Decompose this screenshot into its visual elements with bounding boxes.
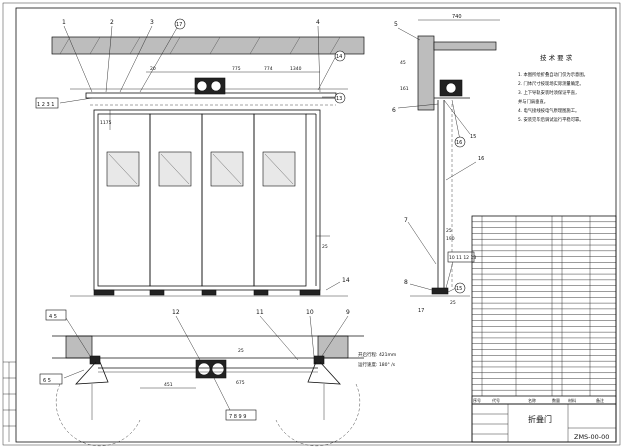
front-callout-4: 4 bbox=[316, 19, 320, 26]
plan-dim-center: 675 bbox=[236, 380, 245, 386]
side-callout-10-13: 10 11 12 13 bbox=[449, 255, 476, 261]
front-callout-1: 1 bbox=[62, 19, 66, 26]
left-margin-ticks bbox=[3, 361, 16, 442]
side-callout-17: 17 bbox=[418, 308, 424, 314]
plan-callout-11: 11 bbox=[256, 309, 264, 316]
front-callout-17: 17 bbox=[176, 22, 182, 28]
front-dim-774: 774 bbox=[264, 66, 273, 72]
plan-dim-top: 25 bbox=[238, 348, 244, 354]
plan-leaders bbox=[63, 315, 349, 411]
plan-dim-left: 451 bbox=[164, 382, 173, 388]
tech-requirements: 技 术 要 求 1. 本图所绘折叠自动门仅为示意图。 2. 门体尺寸按现场实际测… bbox=[518, 53, 588, 123]
drawing-name: 折叠门 bbox=[528, 414, 552, 424]
tech-line-2: 2. 门体尺寸按现场实际测量确定。 bbox=[518, 80, 584, 87]
header-no: 序号 bbox=[473, 397, 481, 403]
header-material: 材料 bbox=[568, 397, 576, 403]
parts-list-frame bbox=[471, 215, 617, 443]
front-dim-right: 25 bbox=[322, 244, 328, 250]
front-dim-20: 20 bbox=[150, 66, 156, 72]
floor-guides bbox=[93, 289, 321, 296]
title-block: 序号 代号 名称 数量 材料 备注 折叠门 ZMS-00-00 bbox=[471, 215, 617, 443]
side-dim-25a: 25 bbox=[446, 228, 452, 234]
header-remark: 备注 bbox=[596, 397, 604, 403]
side-dim-45: 45 bbox=[400, 60, 406, 66]
plan-callout-4-5: 4 5 bbox=[49, 314, 57, 320]
ceiling-beam bbox=[51, 36, 365, 55]
plan-note-2: 运行速度: 180° /s bbox=[358, 361, 396, 368]
side-callout-16a: 16 bbox=[456, 140, 462, 146]
door-frame bbox=[93, 109, 321, 291]
side-view: 740 5 6 15 16 16 7 8 10 11 12 13 15 bbox=[392, 14, 500, 314]
side-callout-15: 15 bbox=[470, 134, 476, 140]
side-callout-7: 7 bbox=[404, 217, 408, 224]
header-qty: 数量 bbox=[552, 397, 560, 403]
side-callout-6: 6 bbox=[392, 107, 396, 114]
plan-fold-leaves bbox=[55, 361, 361, 447]
front-left-callout: 1 2 3 1 bbox=[37, 102, 55, 108]
plan-callout-6-5: 6 5 bbox=[43, 378, 51, 384]
side-callout-8: 8 bbox=[404, 279, 408, 286]
tech-line-6: 5. 安装完毕后调试运行平稳可靠。 bbox=[518, 116, 584, 123]
front-leaders bbox=[59, 25, 341, 291]
door-panels bbox=[97, 113, 317, 287]
side-callout-5: 5 bbox=[394, 21, 398, 28]
header-name: 名称 bbox=[528, 397, 536, 403]
side-callout-15b: 15 bbox=[456, 286, 462, 292]
front-callout-3: 3 bbox=[150, 19, 154, 26]
plan-view: 4 5 12 11 10 9 6 5 7 8 9 9 451 675 25 开启… bbox=[39, 309, 396, 447]
front-callout-14: 14 bbox=[336, 54, 342, 60]
parts-list-rows bbox=[472, 221, 616, 391]
tech-title: 技 术 要 求 bbox=[540, 53, 573, 62]
tech-line-5: 4. 电气接线按电气原理图施工。 bbox=[518, 107, 579, 114]
plan-callout-9: 9 bbox=[346, 309, 350, 316]
plan-wall-left bbox=[65, 335, 93, 359]
side-wall bbox=[417, 35, 435, 111]
front-bottom-callout: 14 bbox=[342, 277, 350, 284]
drawing-number: ZMS-00-00 bbox=[574, 433, 609, 441]
beam-hatch bbox=[59, 36, 341, 55]
side-dim-190: 190 bbox=[446, 236, 455, 242]
header-code: 代号 bbox=[492, 397, 500, 403]
plan-bottom-callouts: 7 8 9 9 bbox=[229, 414, 247, 420]
front-dim-side: 1175 bbox=[100, 120, 112, 126]
tech-line-4: 并与门扇垂直。 bbox=[518, 98, 548, 105]
tech-line-3: 3. 上下导轨安装时须保证平直， bbox=[518, 89, 579, 96]
front-callout-2: 2 bbox=[110, 19, 114, 26]
side-dim-25b: 25 bbox=[450, 300, 456, 306]
front-callout-13: 13 bbox=[336, 96, 342, 102]
side-dim-161: 161 bbox=[400, 86, 409, 92]
front-dimensions bbox=[109, 71, 330, 237]
plan-callout-10: 10 bbox=[306, 309, 314, 316]
front-view: 1 2 3 17 4 14 13 1 2 3 1 20 775 774 1340… bbox=[35, 18, 365, 297]
front-dim-775: 775 bbox=[232, 66, 241, 72]
tech-line-1: 1. 本图所绘折叠自动门仅为示意图。 bbox=[518, 71, 588, 78]
plan-callout-12: 12 bbox=[172, 309, 180, 316]
glass-windows bbox=[106, 151, 296, 187]
front-dim-1340: 1340 bbox=[290, 66, 302, 72]
side-top-dim: 740 bbox=[452, 14, 462, 20]
side-callout-16b: 16 bbox=[478, 156, 484, 162]
side-bracket bbox=[433, 41, 497, 51]
side-leaders bbox=[397, 27, 477, 293]
plan-note-1: 开启行程: 421mm bbox=[358, 351, 396, 358]
